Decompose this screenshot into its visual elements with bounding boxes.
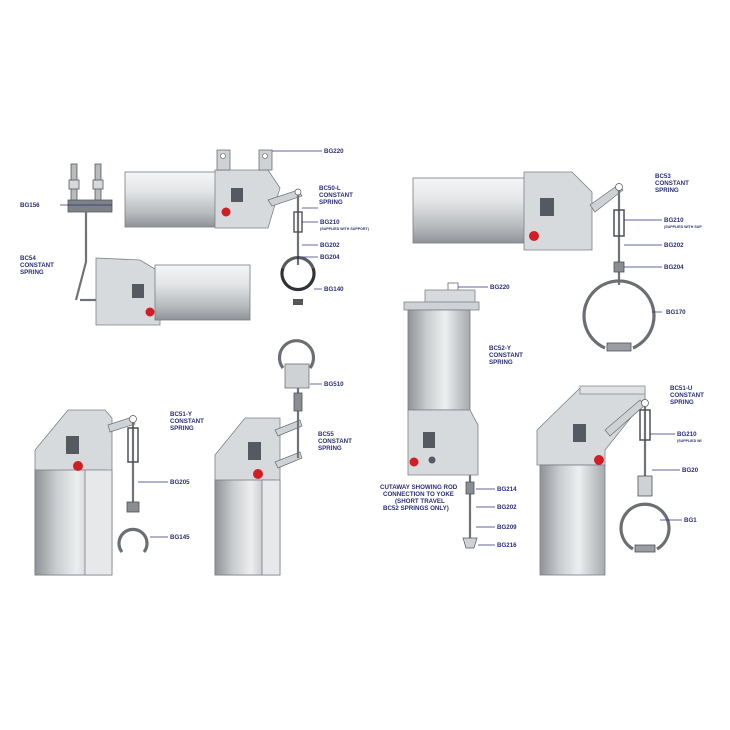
label-bc51u-line2: CONSTANT: [670, 392, 704, 399]
label-bg210-a-note: (SUPPLIED WITH SUPPORT): [320, 227, 370, 231]
label-bc54-line2: CONSTANT: [20, 262, 54, 269]
label-bg156: BG156: [20, 202, 40, 209]
label-bc52-line3: SPRING: [489, 359, 513, 366]
figure-bc55: BG510 BC55 CONSTANT SPRING: [214, 339, 352, 576]
label-bc53-line2: CONSTANT: [655, 180, 689, 187]
label-bc50-line3: SPRING: [319, 199, 343, 206]
label-bc52-line1: BC52-Y: [489, 345, 512, 352]
label-bc55-line1: BC55: [318, 431, 334, 438]
label-bc51u-line1: BC51-U: [670, 385, 693, 392]
label-bgx: BG1: [684, 517, 697, 524]
label-bc50-line2: CONSTANT: [319, 192, 353, 199]
label-bc55-line2: CONSTANT: [318, 438, 352, 445]
figure-bc50-bc54: BG220 BG156 BC50-L CONSTANT SPRING BG210…: [20, 148, 370, 326]
label-bg205: BG205: [170, 479, 190, 486]
label-bg210-c-note: (SUPPLIED WI: [677, 439, 702, 443]
label-bg220-top: BG220: [324, 148, 344, 155]
label-bg170: BG170: [666, 309, 686, 316]
label-bc54-line3: SPRING: [20, 269, 44, 276]
label-bg145: BG145: [170, 534, 190, 541]
label-bg210-b: BG210: [664, 217, 684, 224]
label-cutaway-line3: (SHORT TRAVEL: [395, 498, 445, 505]
label-bc54-line1: BC54: [20, 255, 36, 262]
label-bg140: BG140: [324, 286, 344, 293]
label-bc52-line2: CONSTANT: [489, 352, 523, 359]
label-bc51u-line3: SPRING: [670, 399, 694, 406]
label-bg204-b: BG204: [664, 264, 684, 271]
label-bg20x: BG20: [682, 467, 699, 474]
figure-bc51-u: BC51-U CONSTANT SPRING BG210 (SUPPLIED W…: [536, 385, 704, 576]
label-bg216: BG216: [497, 542, 517, 549]
label-bc53-line3: SPRING: [655, 187, 679, 194]
label-bc51y-line2: CONSTANT: [170, 418, 204, 425]
label-cutaway-line1: CUTAWAY SHOWING ROD: [380, 484, 458, 491]
label-bg202-a: BG202: [320, 242, 340, 249]
label-bc51y-line1: BC51-Y: [170, 411, 193, 418]
label-bg210-a: BG210: [320, 219, 340, 226]
label-cutaway-line4: BC52 SPRINGS ONLY): [383, 505, 449, 512]
figure-bc53: BC53 CONSTANT SPRING BG210 (SUPPLIED WIT…: [412, 171, 702, 352]
label-bg209: BG209: [497, 524, 517, 531]
label-bg210-b-note: (SUPPLIED WITH SUP: [664, 225, 702, 229]
label-bc50-line1: BC50-L: [319, 185, 341, 192]
beam-clamp-bg156: [67, 163, 113, 230]
label-bg204-a: BG204: [320, 254, 340, 261]
figure-bc51-y: BC51-Y CONSTANT SPRING BG205 BG145: [34, 409, 204, 576]
figure-bc52-y: BG220 BC52-Y CONSTANT SPRING CUTAWAY SHO…: [380, 282, 523, 549]
label-bc55-line3: SPRING: [318, 445, 342, 452]
label-bg202-c: BG202: [497, 504, 517, 511]
label-bg210-c: BG210: [677, 431, 697, 438]
spring-bc54: [74, 230, 251, 326]
label-bc53-line1: BC53: [655, 173, 671, 180]
label-bc51y-line3: SPRING: [170, 425, 194, 432]
label-bg214: BG214: [497, 486, 517, 493]
label-bg202-b: BG202: [664, 242, 684, 249]
label-cutaway-line2: CONNECTION TO YOKE: [383, 491, 454, 498]
spring-bc50-l: [124, 149, 316, 305]
label-bg510: BG510: [324, 381, 344, 388]
label-bg220-mid: BG220: [490, 284, 510, 291]
